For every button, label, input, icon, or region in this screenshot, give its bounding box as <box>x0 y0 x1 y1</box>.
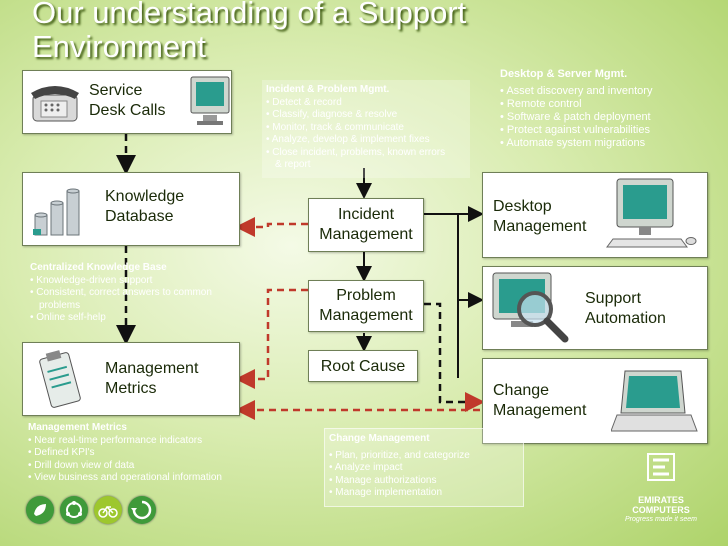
list-item: Manage implementation <box>329 487 519 500</box>
arrow-problem-change <box>424 302 485 412</box>
knowledge-base-list: Knowledge-driven support Consistent, cor… <box>30 275 240 325</box>
list-item: Online self-help <box>30 312 240 325</box>
service-desk-box: Service Desk Calls <box>22 70 232 134</box>
recycle-network-icon <box>60 496 88 524</box>
database-icon <box>33 188 80 236</box>
service-desk-label: Service Desk Calls <box>89 82 166 119</box>
list-item: Consistent, correct answers to common pr… <box>30 287 219 312</box>
mgmt-metrics-box: Management Metrics <box>22 342 240 416</box>
monitor-icon <box>190 76 230 125</box>
laptop-icon <box>611 370 698 432</box>
list-item: Defined KPI's <box>28 447 268 460</box>
mgmt-metrics-label: Management Metrics <box>105 360 199 397</box>
list-item: Analyze, develop & implement fixes <box>266 134 466 147</box>
root-cause-box: Root Cause <box>308 350 418 382</box>
phone-icon <box>31 86 79 122</box>
magnifier-monitor-icon <box>492 272 569 343</box>
change-mgmt-note: Change Management Plan, prioritize, and … <box>324 428 524 507</box>
support-automation-label: Support Automation <box>585 290 666 327</box>
list-item: Drill down view of data <box>28 460 268 473</box>
logo-name: EMIRATES COMPUTERS <box>632 495 690 515</box>
change-mgmt-heading: Change Management <box>329 433 430 444</box>
incident-problem-heading: Incident & Problem Mgmt. <box>266 84 390 95</box>
bicycle-icon <box>94 496 122 524</box>
desktop-server-heading: Desktop & Server Mgmt. <box>500 68 628 80</box>
incident-problem-list: Detect & record Classify, diagnose & res… <box>266 97 466 172</box>
incident-mgmt-box: Incident Management <box>308 198 424 252</box>
dashed-incident-knowledge <box>235 217 308 237</box>
mgmt-metrics-heading: Management Metrics <box>28 422 127 433</box>
desktop-server-list: Asset discovery and inventory Remote con… <box>500 85 710 150</box>
knowledge-base-heading: Centralized Knowledge Base <box>30 262 167 273</box>
change-mgmt-box: Change Management <box>482 358 708 444</box>
list-item: Near real-time performance indicators <box>28 435 268 448</box>
mgmt-metrics-list: Near real-time performance indicators De… <box>28 435 268 485</box>
leaf-icon <box>26 496 54 524</box>
clipboard-icon <box>39 350 81 408</box>
list-item: View business and operational informatio… <box>28 472 268 485</box>
list-item: Manage authorizations <box>329 475 519 488</box>
change-mgmt-label: Change Management <box>493 382 587 419</box>
list-item: Asset discovery and inventory <box>500 85 710 98</box>
knowledge-db-label: Knowledge Database <box>105 188 185 225</box>
page-title: Our understanding of a Support Environme… <box>32 0 467 64</box>
knowledge-base-note: Centralized Knowledge Base Knowledge-dri… <box>30 262 240 325</box>
logo-tagline: Progress made it seem <box>625 516 697 523</box>
desktop-computer-icon <box>606 178 697 248</box>
recycle-icon <box>128 496 156 524</box>
desktop-server-note: Desktop & Server Mgmt. Asset discovery a… <box>500 68 710 150</box>
change-mgmt-list: Plan, prioritize, and categorize Analyze… <box>329 450 519 500</box>
list-item: Automate system migrations <box>500 137 710 150</box>
dashed-problem-metrics <box>235 288 308 389</box>
mgmt-metrics-note: Management Metrics Near real-time perfor… <box>28 422 268 485</box>
list-item: Monitor, track & communicate <box>266 122 466 135</box>
list-item: Detect & record <box>266 97 466 110</box>
incident-problem-note: Incident & Problem Mgmt. Detect & record… <box>262 80 470 178</box>
knowledge-db-box: Knowledge Database <box>22 172 240 246</box>
logo-mark-icon <box>647 453 675 481</box>
desktop-mgmt-box: Desktop Management <box>482 172 708 258</box>
desktop-mgmt-label: Desktop Management <box>493 198 587 235</box>
list-item: Plan, prioritize, and categorize <box>329 450 519 463</box>
list-item: Classify, diagnose & resolve <box>266 109 466 122</box>
support-automation-box: Support Automation <box>482 266 708 350</box>
list-item: Close incident, problems, known errors &… <box>266 147 447 172</box>
list-item: Software & patch deployment <box>500 111 710 124</box>
emirates-computers-logo: EMIRATES COMPUTERS Progress made it seem <box>624 452 698 524</box>
list-item: Analyze impact <box>329 462 519 475</box>
problem-mgmt-box: Problem Management <box>308 280 424 332</box>
list-item: Protect against vulnerabilities <box>500 124 710 137</box>
list-item: Remote control <box>500 98 710 111</box>
list-item: Knowledge-driven support <box>30 275 240 288</box>
